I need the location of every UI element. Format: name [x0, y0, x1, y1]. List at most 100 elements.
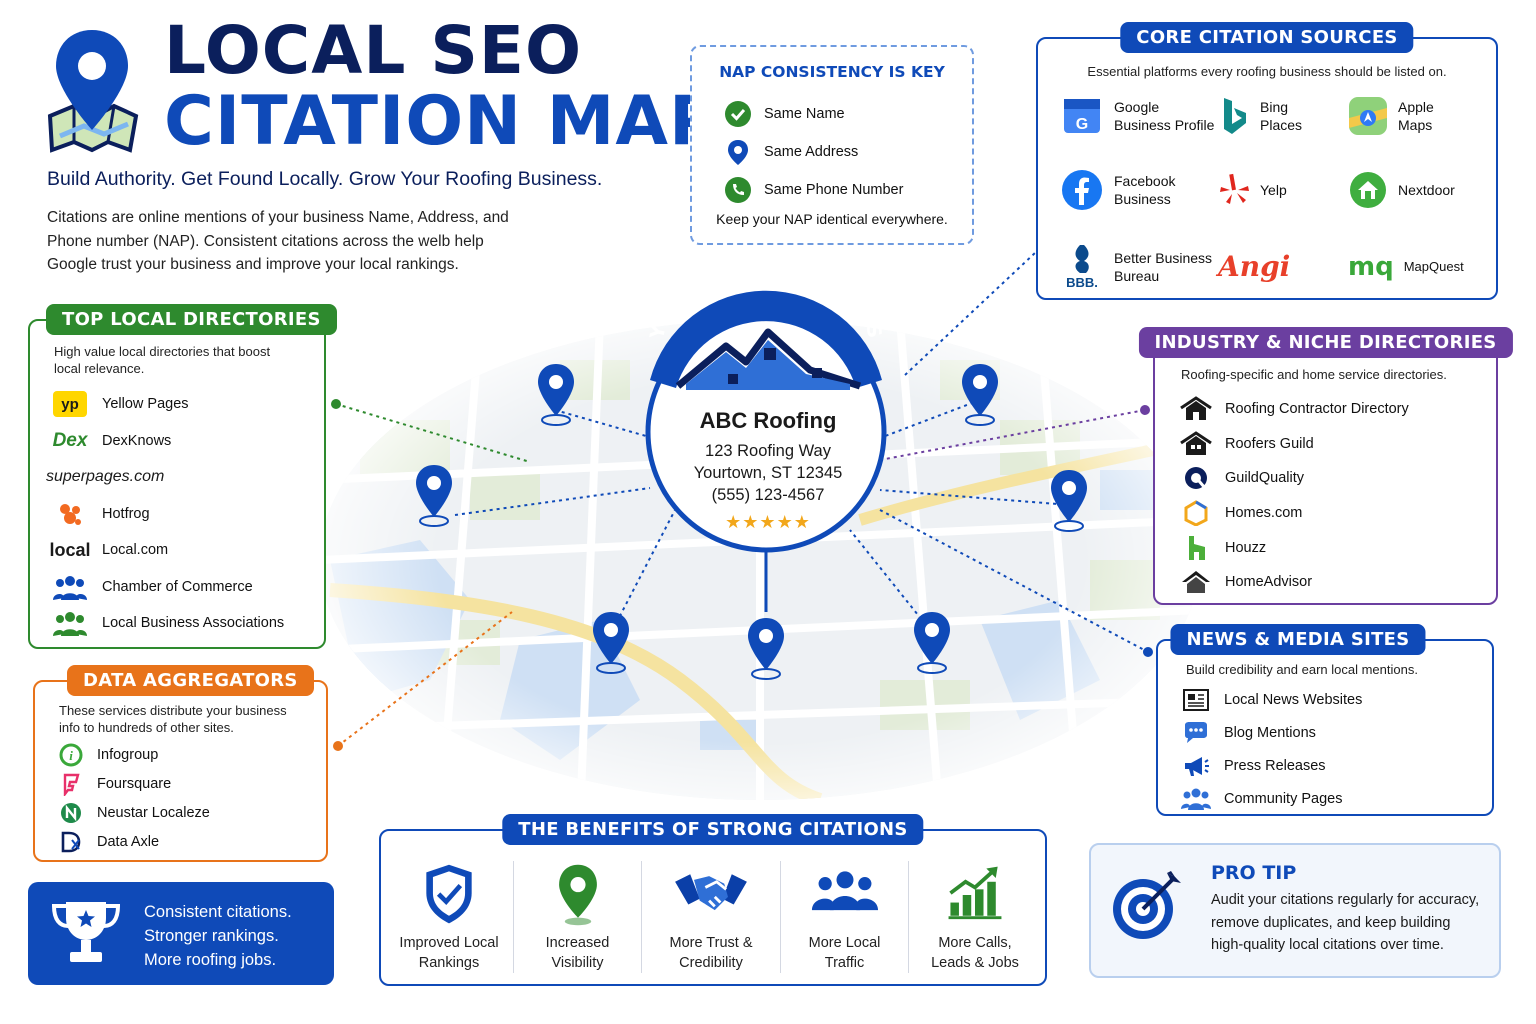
news-desc: Build credibility and earn local mention…	[1186, 662, 1418, 677]
top-dirs-desc: High value local directories that boost …	[54, 344, 271, 376]
industry-directories-card: INDUSTRY & NICHE DIRECTORIES Roofing-spe…	[1138, 327, 1513, 605]
svg-text:G: G	[1076, 116, 1088, 133]
local-logo: local	[49, 539, 91, 560]
benefit-item: More Local Traffic	[785, 861, 905, 973]
aggregator-item: i Infogroup	[59, 740, 210, 769]
data-aggregators-card: DATA AGGREGATORS These services distribu…	[33, 665, 328, 862]
benefits-row: Improved Local Rankings Increased Visibi…	[389, 861, 1037, 973]
news-media-card: NEWS & MEDIA SITES Build credibility and…	[1156, 624, 1494, 816]
houzz-icon	[1189, 535, 1205, 560]
aggregators-list: i Infogroup Foursquare Neustar Localeze …	[59, 740, 210, 856]
directory-item: superpages.com	[46, 459, 284, 496]
angi-logo: Angi	[1218, 250, 1291, 283]
aggregators-title: DATA AGGREGATORS	[67, 665, 314, 696]
title-line-1: LOCAL SEO	[164, 12, 583, 89]
homeadvisor-icon	[1182, 571, 1210, 594]
infogroup-icon: i	[59, 743, 83, 766]
location-map-icon	[47, 30, 139, 153]
pro-tip-text: Audit your citations regularly for accur…	[1211, 892, 1480, 953]
growth-chart-icon	[948, 866, 1002, 920]
map-pin-icon	[1051, 470, 1087, 532]
phone-icon	[725, 177, 751, 203]
aggregator-item: Foursquare	[59, 769, 210, 798]
people-group-icon	[811, 871, 878, 911]
house-icon	[1180, 431, 1212, 455]
tagline: Build Authority. Get Found Locally. Grow…	[47, 168, 603, 190]
data-axle-icon	[61, 831, 81, 852]
map-pin-icon	[914, 612, 950, 674]
people-group-icon	[53, 612, 87, 637]
business-street: 123 Roofing Way	[705, 442, 831, 460]
pro-tip-card: PRO TIP Audit your citations regularly f…	[1089, 843, 1501, 978]
industry-item: Roofers Guild	[1179, 427, 1409, 462]
chat-bubble-icon	[1185, 722, 1207, 744]
yellow-pages-logo: yp	[53, 391, 87, 418]
map-pin-icon	[962, 364, 998, 426]
industry-desc: Roofing-specific and home service direct…	[1181, 367, 1447, 382]
homes-com-icon	[1184, 500, 1208, 527]
aggregator-item: Data Axle	[59, 827, 210, 856]
benefit-item: More Calls, Leads & Jobs	[913, 861, 1037, 973]
map-pin-icon	[558, 864, 597, 926]
top-directories-card: TOP LOCAL DIRECTORIES High value local d…	[28, 304, 337, 649]
top-dirs-title: TOP LOCAL DIRECTORIES	[46, 304, 337, 335]
business-badge: YOUR ROOFING BUSINESS	[645, 262, 887, 553]
nap-list: Same Name Same Address Same Phone Number	[724, 95, 903, 209]
benefit-item: Increased Visibility	[518, 861, 638, 973]
core-source-item: Angi	[1218, 243, 1348, 291]
business-name: ABC Roofing	[699, 408, 837, 433]
core-sources-card: CORE CITATION SOURCES Essential platform…	[1036, 22, 1498, 300]
community-icon	[1181, 788, 1211, 810]
nap-item: Same Address	[724, 133, 903, 171]
people-group-icon	[53, 575, 87, 600]
yelp-icon	[1220, 173, 1249, 204]
trophy-banner: Consistent citations. Stronger rankings.…	[28, 882, 334, 985]
top-dirs-list: yp Yellow Pages Dex DexKnows superpages.…	[46, 386, 284, 642]
core-desc: Essential platforms every roofing busine…	[1087, 64, 1447, 79]
industry-item: Roofing Contractor Directory	[1179, 392, 1409, 427]
shield-check-icon	[426, 864, 472, 924]
intro-text: Citations are online mentions of your bu…	[47, 209, 509, 273]
industry-item: Homes.com	[1179, 496, 1409, 531]
neustar-icon	[61, 802, 81, 823]
directory-item: Local Business Associations	[50, 605, 284, 642]
core-source-item: Yelp	[1218, 169, 1348, 211]
map-pin-icon	[416, 465, 452, 527]
industry-item: Houzz	[1179, 530, 1409, 565]
benefits-card: THE BENEFITS OF STRONG CITATIONS Improve…	[379, 814, 1047, 986]
target-icon	[1113, 871, 1181, 939]
checkmark-icon	[725, 101, 751, 127]
news-item: Blog Mentions	[1180, 717, 1362, 750]
news-list: Local News Websites Blog Mentions Press …	[1180, 684, 1362, 815]
directory-item: Chamber of Commerce	[50, 569, 284, 606]
location-pin-icon	[728, 140, 748, 165]
benefit-item: More Trust & Credibility	[646, 861, 776, 973]
trophy-icon	[51, 902, 121, 962]
apple-maps-icon	[1349, 97, 1387, 135]
house-roof-icon	[675, 328, 862, 390]
benefit-item: Improved Local Rankings	[389, 861, 509, 973]
core-source-item: mq MapQuest	[1348, 252, 1464, 282]
bing-icon	[1224, 98, 1246, 134]
business-city: Yourtown, ST 12345	[693, 464, 843, 482]
nap-title: NAP CONSISTENCY IS KEY	[719, 63, 945, 81]
nap-item: Same Phone Number	[724, 171, 903, 209]
aggregators-desc: These services distribute your business …	[59, 703, 287, 735]
directory-item: Dex DexKnows	[52, 429, 172, 451]
aggregator-item: Neustar Localeze	[59, 798, 210, 827]
bbb-icon: BBB.	[1066, 245, 1098, 290]
superpages-logo: superpages.com	[46, 468, 165, 486]
core-title: CORE CITATION SOURCES	[1120, 22, 1414, 53]
map-pin-icon	[593, 612, 629, 674]
megaphone-icon	[1185, 756, 1209, 776]
directory-item: Hotfrog	[50, 496, 284, 533]
rating-stars: ★★★★★	[725, 512, 811, 532]
newspaper-icon	[1183, 689, 1209, 712]
foursquare-icon	[63, 773, 80, 796]
house-icon	[1180, 396, 1212, 421]
